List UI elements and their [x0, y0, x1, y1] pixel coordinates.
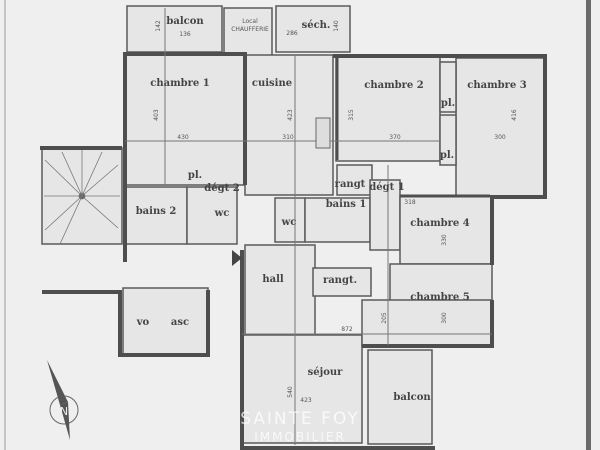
dim-couloir-h: 205	[381, 312, 388, 324]
label-local: Local	[242, 18, 258, 25]
label-chambre-1: chambre 1	[150, 78, 209, 89]
sink-icon	[315, 117, 331, 149]
dim-sech-h: 140	[333, 20, 340, 32]
label-chambre-2: chambre 2	[364, 80, 424, 91]
label-sechoir: séch.	[302, 20, 331, 31]
dim-chambre-1-h: 403	[153, 109, 160, 121]
watermark-line-1: SAINTE FOY	[240, 409, 360, 429]
label-rangement-1: rangt	[335, 179, 366, 190]
label-chambre-5: chambre 5	[410, 292, 470, 303]
room-chambre-1	[124, 54, 246, 186]
room-wc	[274, 197, 306, 243]
dim-cuisine-w: 310	[282, 134, 294, 141]
entrance-arrow-icon	[232, 250, 242, 266]
watermark-line-2: IMMOBILIER	[254, 430, 346, 444]
label-placard-2: pl.	[440, 150, 454, 161]
dim-chambre-3-h: 416	[511, 109, 518, 121]
label-wc-small: wc	[214, 208, 230, 219]
label-balcon-bottom: balcon	[393, 392, 431, 403]
room-balcon-bottom	[367, 349, 433, 445]
room-placard-1	[439, 61, 457, 113]
dim-chambre-2-h: 315	[348, 109, 355, 121]
label-cuisine: cuisine	[252, 78, 292, 89]
page-border-right	[586, 0, 591, 450]
dim-cuisine-h: 423	[287, 109, 294, 121]
dim-chambre-5-h: 300	[441, 312, 448, 324]
label-wc: wc	[281, 217, 297, 228]
label-sejour: séjour	[308, 367, 344, 378]
label-degagement-1: dégt 1	[369, 182, 404, 193]
label-balcon-top: balcon	[166, 16, 204, 27]
room-chambre-4	[399, 195, 493, 265]
room-chambre-3	[455, 57, 546, 197]
dim-chambre-1-w: 430	[177, 134, 189, 141]
dim-sejour-h: 540	[287, 386, 294, 398]
room-placard-2	[439, 114, 457, 166]
dim-chambre-4-h: 330	[441, 234, 448, 246]
room-chambre-2	[335, 56, 441, 162]
elevator-block	[122, 287, 209, 355]
dim-hall-w: 872	[341, 326, 353, 333]
dim-balcon-top-w: 136	[179, 31, 191, 38]
label-hall: hall	[262, 274, 284, 285]
dim-chambre-4-w: 318	[404, 199, 416, 206]
north-compass-icon: N	[47, 360, 79, 440]
label-rangement-2: rangt.	[323, 275, 357, 286]
label-placard-3: pl.	[188, 170, 202, 181]
room-sejour-extension	[361, 299, 493, 347]
spiral-staircase-icon	[44, 150, 120, 245]
label-placard-1: pl.	[441, 98, 455, 109]
room-chaufferie	[223, 7, 273, 57]
dim-balcon-top-h: 142	[155, 20, 162, 32]
room-balcon-top	[126, 5, 223, 53]
dim-chambre-2-w: 370	[389, 134, 401, 141]
label-bains-2: bains 2	[136, 206, 177, 217]
room-rangement-2	[312, 267, 372, 297]
room-hall	[244, 244, 316, 336]
room-sechoir	[275, 5, 351, 53]
dim-sech-w: 286	[286, 30, 298, 37]
dim-sejour-w: 423	[300, 397, 312, 404]
label-chambre-4: chambre 4	[410, 218, 470, 229]
compass-north-label: N	[60, 405, 68, 418]
room-degagement-1	[369, 179, 401, 251]
label-bains-1: bains 1	[326, 199, 367, 210]
room-bains-1	[304, 197, 371, 243]
label-chaufferie: CHAUFFERIE	[231, 26, 269, 33]
label-chambre-3: chambre 3	[467, 80, 527, 91]
dim-chambre-3-w: 300	[494, 134, 506, 141]
room-rangement-1	[336, 164, 373, 196]
room-sejour	[241, 334, 363, 444]
label-degagement-2: dégt 2	[204, 183, 239, 194]
room-degagement-2	[186, 186, 238, 245]
label-vide-ordures: vo	[136, 317, 150, 328]
label-ascenseur: asc	[171, 317, 189, 328]
